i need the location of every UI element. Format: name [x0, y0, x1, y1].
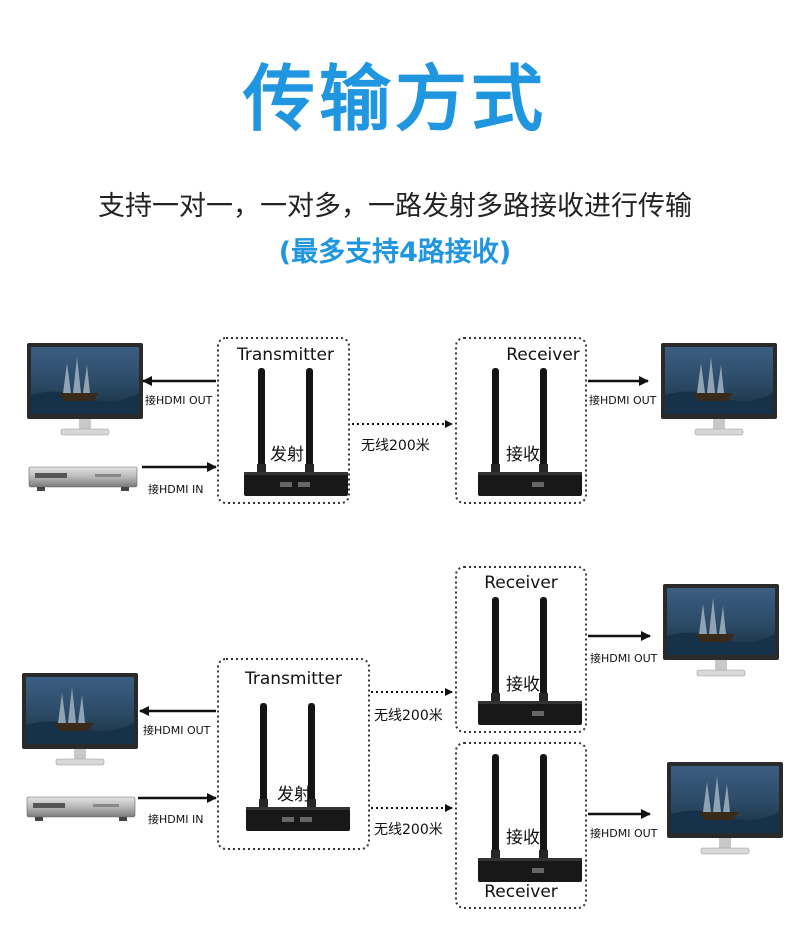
wireless-range-label: 无线200米 — [374, 819, 443, 839]
hdmi-out-label: 接HDMI OUT — [590, 825, 657, 841]
receiver-device-icon — [478, 754, 582, 882]
hdmi-out-label: 接HDMI OUT — [590, 650, 657, 666]
receiver-device-icon — [478, 368, 582, 496]
monitor-icon — [22, 673, 138, 765]
wireless-range-label: 无线200米 — [361, 435, 430, 455]
rx-device-label: 接收 — [506, 670, 540, 695]
receiver-label: Receiver — [496, 345, 590, 365]
wireless-range-label: 无线200米 — [374, 705, 443, 725]
monitor-icon — [663, 584, 779, 676]
rx-device-label: 接收 — [506, 823, 540, 848]
monitor-icon — [661, 343, 777, 435]
transmitter-device-icon — [244, 368, 348, 496]
rx-device-label: 接收 — [506, 440, 540, 465]
hdmi-out-label: 接HDMI OUT — [143, 722, 210, 738]
receiver-label: Receiver — [456, 882, 586, 902]
dvd-player-icon — [29, 467, 137, 491]
transmitter-device-icon — [246, 703, 350, 831]
tx-device-label: 发射 — [270, 440, 304, 465]
receiver-label: Receiver — [456, 573, 586, 593]
tx-device-label: 发射 — [277, 780, 311, 805]
receiver-device-icon — [478, 597, 582, 725]
transmitter-label: Transmitter — [218, 345, 353, 365]
hdmi-in-label: 接HDMI IN — [148, 811, 203, 827]
monitor-icon — [27, 343, 143, 435]
hdmi-in-label: 接HDMI IN — [148, 481, 203, 497]
hdmi-out-label: 接HDMI OUT — [145, 392, 212, 408]
monitor-icon — [667, 762, 783, 854]
dvd-player-icon — [27, 797, 135, 821]
transmitter-label: Transmitter — [218, 669, 369, 689]
hdmi-out-label: 接HDMI OUT — [589, 392, 656, 408]
